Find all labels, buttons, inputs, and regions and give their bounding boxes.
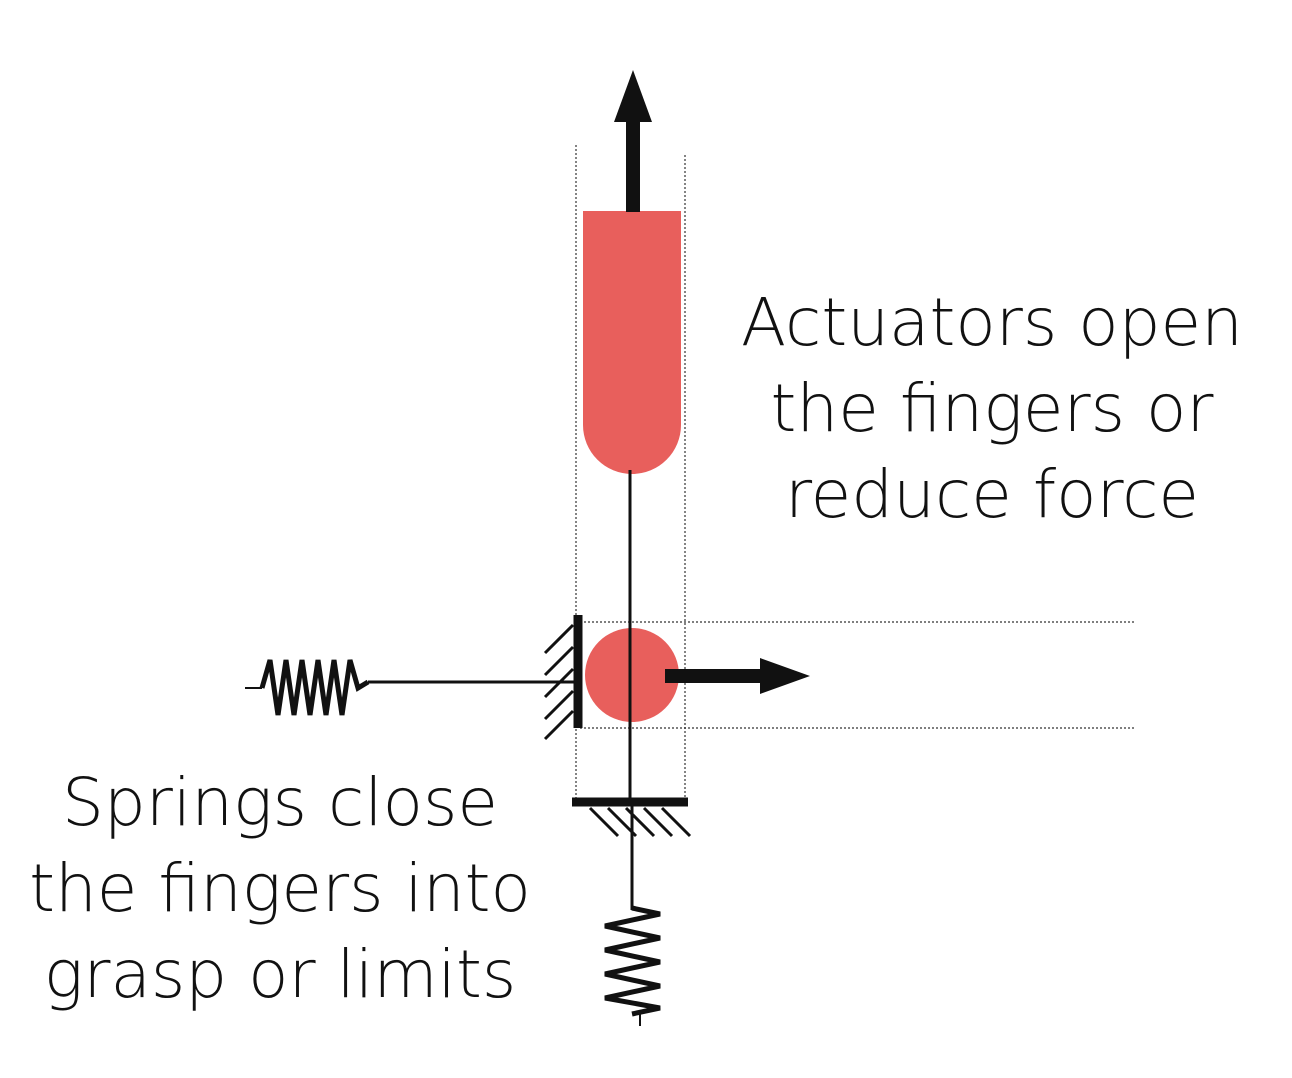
spring-text-line2: the fingers into [29,850,531,927]
up-arrow-icon [614,70,652,212]
actuator-text-line1: Actuators open [741,284,1243,361]
spring-text-line3: grasp or limits [43,936,517,1013]
actuator-description: Actuators open the fingers or reduce for… [712,280,1272,538]
vertical-spring [604,905,661,1026]
finger-joint-ball [585,628,679,722]
tendon-line [628,470,634,910]
bottom-wall-ground [572,797,692,838]
horizontal-spring [245,659,575,716]
left-wall-ground [543,615,583,741]
actuator-text-line3: reduce force [784,456,1200,533]
spring-text-line1: Springs close [61,764,499,841]
right-arrow-icon [665,658,810,694]
actuator-text-line2: the fingers or [770,370,1214,447]
spring-description: Springs close the fingers into grasp or … [10,760,550,1018]
actuator-piston [583,211,681,474]
